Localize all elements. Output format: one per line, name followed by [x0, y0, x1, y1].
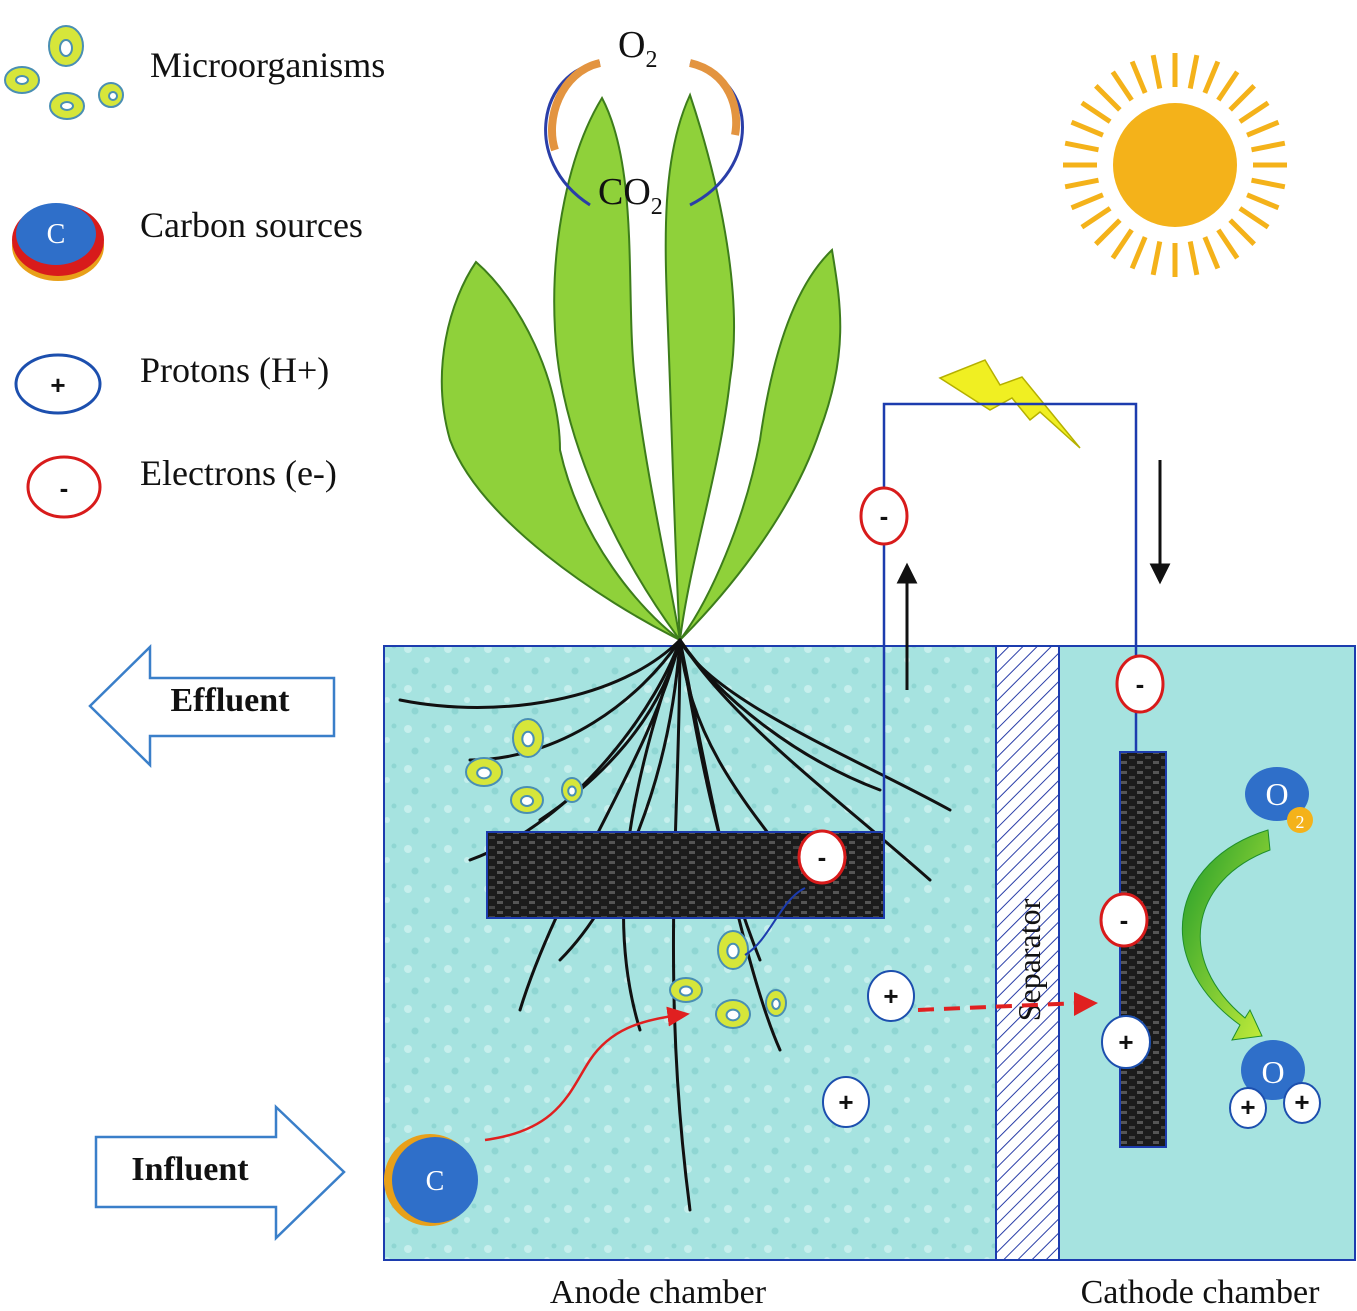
- sun-ray: [1216, 70, 1240, 102]
- microorganisms: [465, 718, 787, 1029]
- microorganism: [512, 718, 544, 758]
- legend-carbon-sources-label: Carbon sources: [140, 205, 363, 245]
- sun-ray: [1129, 60, 1148, 94]
- effluent-arrow: Effluent: [88, 644, 336, 768]
- proton-migration-arrow: [917, 992, 1098, 1016]
- proton: +: [867, 970, 915, 1022]
- legend-microorganisms-label: Microorganisms: [150, 45, 385, 85]
- oxygen-reduction-arrow: [1181, 829, 1271, 1041]
- electron: -: [1115, 654, 1165, 714]
- sun-ray: [1064, 140, 1099, 153]
- microorganism: [561, 777, 583, 803]
- proton-symbol: +: [50, 370, 65, 400]
- proton-legend-icon: +: [14, 353, 102, 415]
- electron: -: [797, 829, 847, 885]
- carbon-source-legend-icon: C: [12, 203, 104, 281]
- svg-text:O: O: [1265, 776, 1288, 812]
- sun-ray: [1238, 206, 1270, 230]
- svg-text:+: +: [1118, 1027, 1133, 1057]
- svg-text:-: -: [1136, 669, 1145, 699]
- separator-label: Separator: [1011, 898, 1047, 1021]
- electron: -: [859, 486, 909, 546]
- sun-ray: [1110, 228, 1134, 260]
- sun-ray: [1251, 140, 1286, 153]
- sun-ray: [1238, 100, 1270, 124]
- sun-ray: [1202, 60, 1221, 94]
- sun-ray: [1202, 236, 1221, 270]
- svg-text:+: +: [1294, 1087, 1309, 1117]
- sun-ray: [1246, 119, 1280, 138]
- svg-text:2: 2: [1296, 812, 1305, 832]
- sun-ray: [1251, 177, 1286, 190]
- electron: -: [1099, 892, 1149, 948]
- influent-arrow: Influent: [94, 1104, 346, 1241]
- svg-text:+: +: [838, 1087, 853, 1117]
- microorganism: [765, 989, 787, 1017]
- effluent-label: Effluent: [171, 682, 291, 719]
- svg-text:O: O: [1261, 1054, 1284, 1090]
- svg-text:C: C: [426, 1166, 445, 1197]
- anode-chamber-label: Anode chamber: [550, 1274, 767, 1311]
- svg-text:+: +: [1240, 1092, 1255, 1122]
- legend: Microorganisms C Carbon sources + Proton…: [4, 25, 385, 519]
- up-arrow-icon: [896, 562, 918, 690]
- sun-ray: [1080, 100, 1112, 124]
- sun-icon: [1063, 53, 1287, 277]
- plant-leaves: [440, 92, 842, 641]
- down-arrow-icon: [1149, 460, 1171, 585]
- sun-ray: [1110, 70, 1134, 102]
- svg-text:-: -: [818, 842, 827, 872]
- co2-label: CO2: [598, 171, 663, 220]
- microorganism: [717, 930, 749, 970]
- sun-ray: [1064, 177, 1099, 190]
- sun-ray: [1080, 206, 1112, 230]
- cathode-chamber: [1058, 645, 1356, 1261]
- svg-text:-: -: [880, 501, 889, 531]
- sun-ray: [1070, 192, 1104, 211]
- sun-ray: [1070, 119, 1104, 138]
- sun-ray: [1187, 241, 1200, 276]
- microorganism: [669, 977, 703, 1003]
- sun-ray: [1228, 84, 1256, 112]
- legend-electrons-label: Electrons (e-): [140, 453, 337, 493]
- separator: [995, 645, 1060, 1261]
- carbon-symbol: C: [47, 219, 66, 250]
- electron-transfer-arrow: [744, 887, 806, 956]
- carbon-source: C: [384, 1134, 478, 1226]
- sun-ray: [1246, 192, 1280, 211]
- proton: +: [822, 1076, 870, 1128]
- svg-text:-: -: [1120, 905, 1129, 935]
- sun-ray: [1094, 84, 1122, 112]
- sun-ray: [1228, 218, 1256, 246]
- gas-cycle: O2 CO2: [544, 24, 744, 220]
- sun-ray: [1094, 218, 1122, 246]
- proton: +: [1101, 1015, 1151, 1069]
- external-circuit-wire: [882, 402, 1138, 832]
- influent-label: Influent: [131, 1151, 249, 1188]
- microorganism: [715, 999, 751, 1029]
- electron-legend-icon: -: [26, 455, 102, 519]
- svg-text:+: +: [883, 981, 898, 1011]
- anode-chamber: [383, 645, 997, 1261]
- cathode-chamber-label: Cathode chamber: [1081, 1274, 1321, 1311]
- cathode-electrode: [1119, 751, 1167, 1148]
- legend-protons-label: Protons (H+): [140, 350, 329, 390]
- microorganism: [465, 757, 503, 787]
- carbon-to-microbe-arrow: [484, 1006, 690, 1142]
- sun-ray: [1187, 54, 1200, 89]
- sun-ray: [1216, 228, 1240, 260]
- water-molecule: O + +: [1229, 1040, 1321, 1129]
- microorganism: [510, 786, 544, 814]
- sun-ray: [1129, 236, 1148, 270]
- electron-symbol: -: [60, 473, 69, 503]
- o2-molecule: O 2: [1245, 767, 1313, 833]
- sun-ray: [1150, 54, 1163, 89]
- o2-label: O2: [618, 24, 657, 73]
- microorganism-legend-icon: [4, 25, 124, 120]
- sun-ray: [1150, 241, 1163, 276]
